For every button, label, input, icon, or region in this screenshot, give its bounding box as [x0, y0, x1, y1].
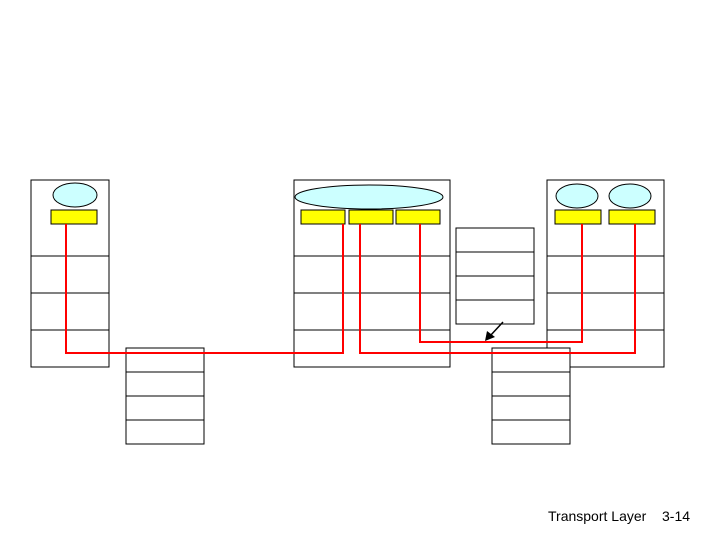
host-right-network-layer	[546, 292, 665, 331]
host-right-socket-2	[608, 209, 656, 225]
host-right-process-1	[555, 183, 599, 209]
path-left-to-center	[65, 224, 344, 354]
host-left-process	[52, 182, 98, 208]
host-center-socket-2	[348, 209, 394, 225]
host-center	[293, 179, 451, 368]
host-left	[30, 179, 110, 368]
footer-page-number: 3-14	[662, 508, 691, 524]
host-center-socket-3	[395, 209, 441, 225]
host-center-process	[294, 184, 444, 210]
host-right	[546, 179, 665, 368]
path-center-to-right-1	[359, 224, 636, 354]
host-center-link-layer	[293, 329, 451, 368]
host-center-network-layer	[293, 292, 451, 331]
host-left-socket	[50, 209, 98, 225]
host-right-process-2	[608, 183, 652, 209]
segment-left	[125, 347, 205, 445]
host-left-transport-layer	[30, 255, 110, 294]
host-right-transport-layer	[546, 255, 665, 294]
footer-title: Transport Layer	[548, 508, 647, 524]
host-right-socket-1	[554, 209, 602, 225]
segment-center-bottom	[491, 347, 571, 445]
host-center-socket-1	[300, 209, 346, 225]
host-left-link-layer	[30, 329, 110, 368]
arrow	[485, 321, 504, 341]
demux-paths	[65, 224, 636, 354]
host-center-transport-layer	[293, 255, 451, 294]
segment-center-top	[455, 227, 535, 325]
path-center-to-right-2	[419, 224, 583, 343]
host-left-network-layer	[30, 292, 110, 331]
